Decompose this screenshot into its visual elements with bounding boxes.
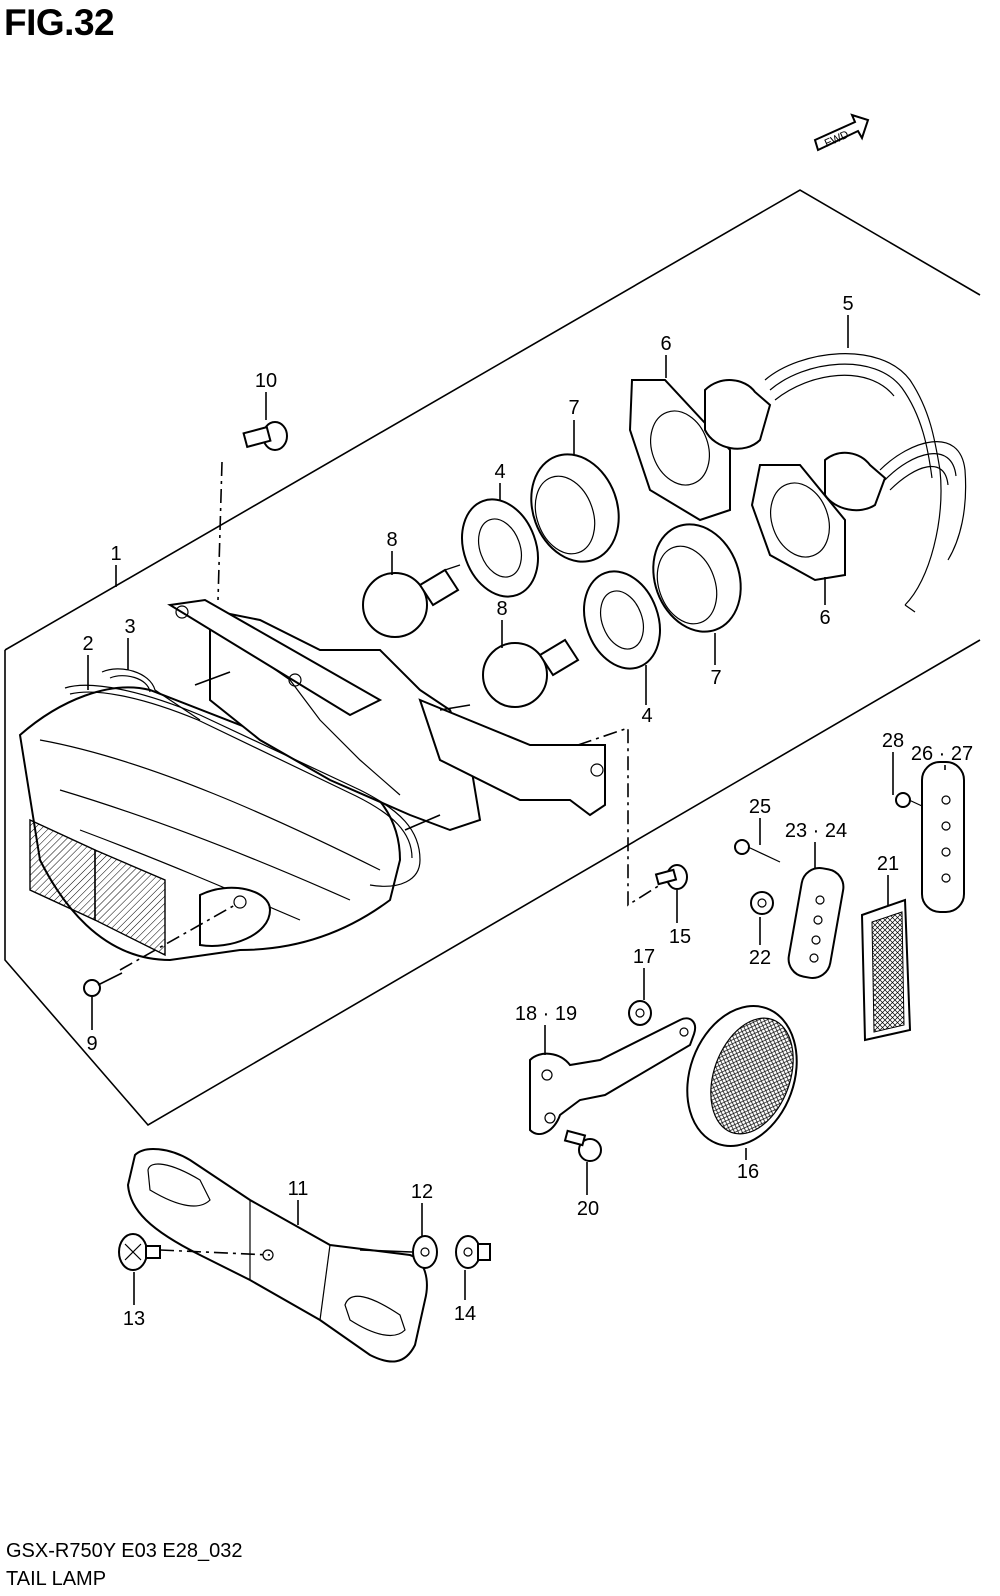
part-4-socket-plate-lower <box>583 570 661 670</box>
part-7-socket-upper <box>530 453 620 563</box>
assembly-boundary <box>4 189 981 1127</box>
figure-title: FIG.32 <box>4 2 115 43</box>
callout-14: 14 <box>454 1303 476 1325</box>
callout-26-27: 26 · 27 <box>911 743 973 765</box>
part-26-27-reflector <box>921 761 965 913</box>
part-20-screw <box>563 1129 602 1162</box>
callout-15: 15 <box>669 926 691 948</box>
callout-25: 25 <box>749 796 771 818</box>
fwd-label: FWD <box>823 129 851 150</box>
part-10-bolt <box>242 421 288 451</box>
callout-23-24: 23 · 24 <box>785 820 847 842</box>
part-11-license-bracket <box>126 1148 428 1363</box>
part-5-wiring-harness <box>704 353 967 613</box>
part-8-bulb-lower <box>482 638 580 708</box>
part-2-gasket <box>64 684 421 887</box>
callout-13: 13 <box>123 1308 145 1330</box>
callout-2: 2 <box>82 633 93 655</box>
callout-16: 16 <box>737 1161 759 1183</box>
part-6-gasket-upper <box>628 379 731 522</box>
callout-12: 12 <box>411 1181 433 1203</box>
part-8-bulb-upper <box>362 564 461 638</box>
callout-4-lower: 4 <box>641 705 652 727</box>
part-22-nut <box>750 891 774 915</box>
callout-8-upper: 8 <box>386 529 397 551</box>
callout-1: 1 <box>110 543 121 565</box>
part-18-19-bracket <box>529 1017 696 1135</box>
callout-10: 10 <box>255 370 277 392</box>
part-15-screw <box>577 726 688 907</box>
callout-22: 22 <box>749 947 771 969</box>
diagram-code: GSX-R750Y E03 E28_032 <box>6 1540 243 1562</box>
callout-28: 28 <box>882 730 904 752</box>
callout-4-upper: 4 <box>494 461 505 483</box>
diagram-name: TAIL LAMP <box>6 1568 107 1590</box>
callout-7-upper: 7 <box>568 397 579 419</box>
leader-lines <box>87 315 946 1305</box>
part-13-bolt <box>118 1233 161 1271</box>
callout-labels: 1 2 3 4 4 5 6 6 7 7 8 8 9 10 11 12 13 14… <box>82 293 973 1330</box>
callout-11: 11 <box>288 1178 309 1200</box>
part-7-socket-lower <box>652 523 742 633</box>
callout-6-lower: 6 <box>819 607 830 629</box>
callout-7-lower: 7 <box>710 667 721 689</box>
fwd-arrow-icon: FWD <box>813 113 870 152</box>
part-1-lamp-housing <box>18 598 606 962</box>
part-21-reflector <box>860 898 912 1042</box>
part-6-gasket-lower <box>750 464 846 582</box>
part-3-seal <box>101 668 201 721</box>
part-25-screw <box>734 839 781 863</box>
part-16-round-reflector <box>686 1005 798 1147</box>
callout-5: 5 <box>842 293 853 315</box>
part-12-washer <box>412 1235 438 1269</box>
part-4-socket-plate-upper <box>461 498 539 598</box>
part-17-nut <box>628 1000 652 1026</box>
callout-21: 21 <box>877 853 899 875</box>
part-14-nut <box>455 1235 491 1269</box>
part-23-24-reflector <box>787 867 845 979</box>
callout-8-lower: 8 <box>496 598 507 620</box>
callout-3: 3 <box>124 616 135 638</box>
callout-17: 17 <box>633 946 655 968</box>
callout-20: 20 <box>577 1198 599 1220</box>
callout-9: 9 <box>86 1033 97 1055</box>
callout-18-19: 18 · 19 <box>515 1003 577 1025</box>
part-9-screw <box>83 904 236 997</box>
callout-6-upper: 6 <box>660 333 671 355</box>
